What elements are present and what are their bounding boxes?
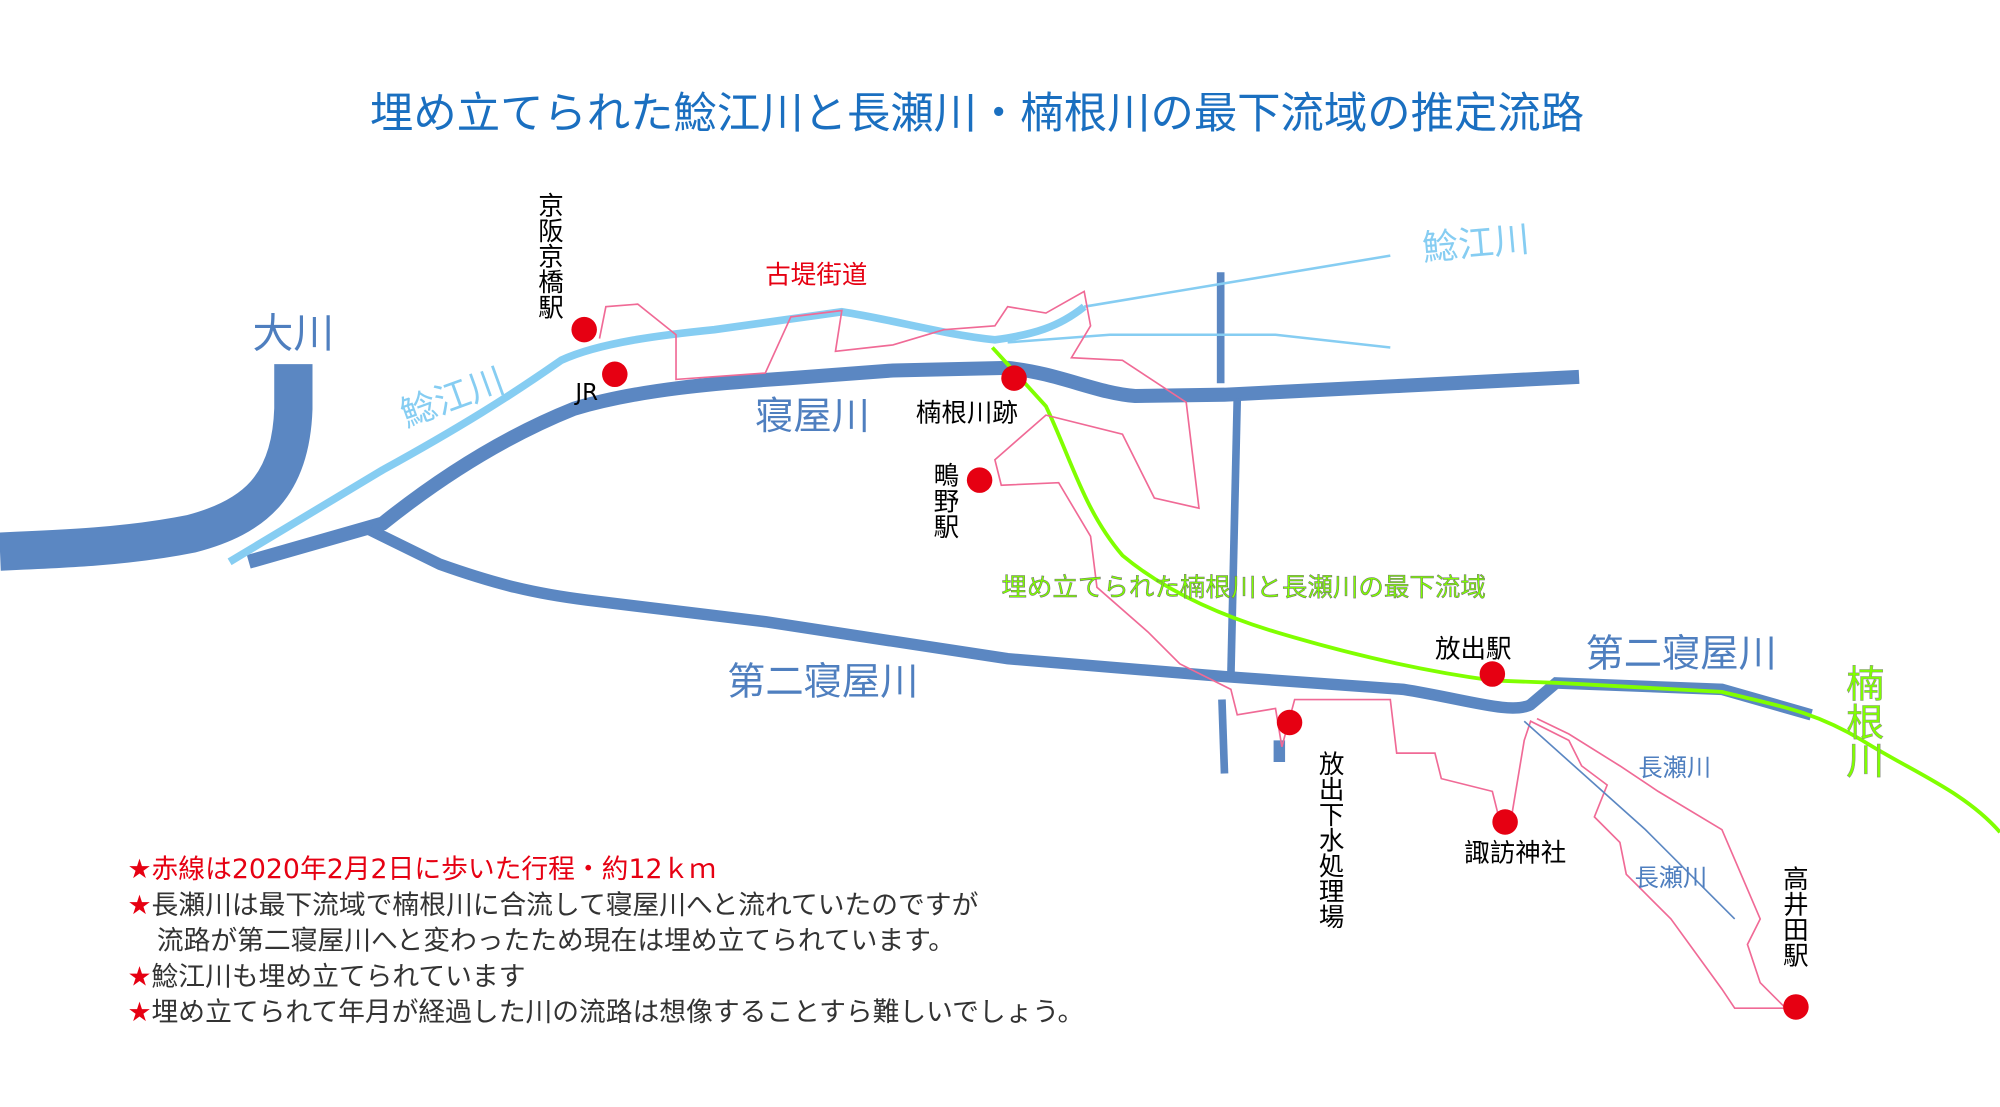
station-marker-kyobashi — [571, 316, 597, 343]
label-jr: JR — [573, 380, 598, 406]
station-marker-hanaten — [1479, 661, 1506, 687]
namazuegawa-former-river — [227, 254, 1391, 566]
station-marker-takaida — [1783, 994, 1809, 1020]
station-marker-jr — [602, 361, 628, 388]
star-icon: ★ — [128, 854, 152, 885]
note-3: ★鯰江川も埋め立てられています — [128, 961, 526, 992]
station-marker-suwa — [1492, 809, 1518, 835]
note-4: ★埋め立てられて年月が経過した川の流路は想像することすら難しいでしょう。 — [128, 997, 1085, 1028]
station-markers — [571, 316, 1809, 1020]
station-marker-sewage — [1276, 709, 1303, 736]
label-takaida-station: 高井田駅 — [1778, 865, 1808, 967]
label-daini-neyagawa-west: 第二寝屋川 — [727, 659, 918, 704]
label-nagasegawa-north: 長瀬川 — [1638, 754, 1711, 782]
label-kyobashi-station: 京阪京橋駅 — [533, 192, 563, 320]
okawa-river — [0, 364, 313, 571]
label-okawa: 大川 — [253, 310, 335, 358]
label-buried-lower-reach: 埋め立てられた楠根川と長瀬川の最下流域 — [1001, 573, 1486, 603]
label-sewage-plant: 放出下水処理場 — [1314, 751, 1344, 930]
daini-neyagawa-river — [367, 524, 1813, 721]
label-shigino-station: 鴫野駅 — [929, 462, 959, 539]
star-icon: ★ — [128, 890, 152, 921]
note-1: ★赤線は2020年2月2日に歩いた行程・約12ｋｍ — [128, 854, 716, 885]
label-namazuegawa-east: 鯰江川 — [1421, 219, 1531, 269]
station-marker-shigino — [966, 467, 993, 493]
label-kusunegawa-ato: 楠根川跡 — [916, 398, 1018, 428]
label-furutsutsumi-kaido: 古堤街道 — [765, 261, 867, 291]
label-nagasegawa-south: 長瀬川 — [1635, 864, 1708, 892]
note-2: ★長瀬川は最下流域で楠根川に合流して寝屋川へと流れていたのですが — [128, 890, 979, 921]
label-kusunegawa: 楠根川 — [1840, 664, 1885, 779]
notes: ★赤線は2020年2月2日に歩いた行程・約12ｋｍ ★長瀬川は最下流域で楠根川に… — [128, 854, 1085, 1028]
road-lines — [1216, 272, 1286, 774]
star-icon: ★ — [128, 961, 152, 992]
station-marker-kusunegawa-ato — [1001, 365, 1027, 391]
note-2-cont: 流路が第二寝屋川へと変わったため現在は埋め立てられています。 — [157, 926, 955, 957]
label-hanaten-station: 放出駅 — [1435, 634, 1512, 664]
label-daini-neyagawa-east: 第二寝屋川 — [1585, 631, 1776, 676]
label-neyagawa: 寝屋川 — [755, 394, 870, 439]
star-icon: ★ — [128, 997, 152, 1028]
nagasegawa-line — [1523, 720, 1736, 920]
neyagawa-river — [246, 360, 1580, 569]
kusunegawa-buried-route — [990, 346, 2000, 834]
label-suwa-shrine: 諏訪神社 — [1464, 839, 1566, 869]
walk-route — [598, 290, 1788, 1010]
label-namazuegawa-west: 鯰江川 — [395, 360, 510, 435]
page-title: 埋め立てられた鯰江川と長瀬川・楠根川の最下流域の推定流路 — [370, 89, 1584, 139]
